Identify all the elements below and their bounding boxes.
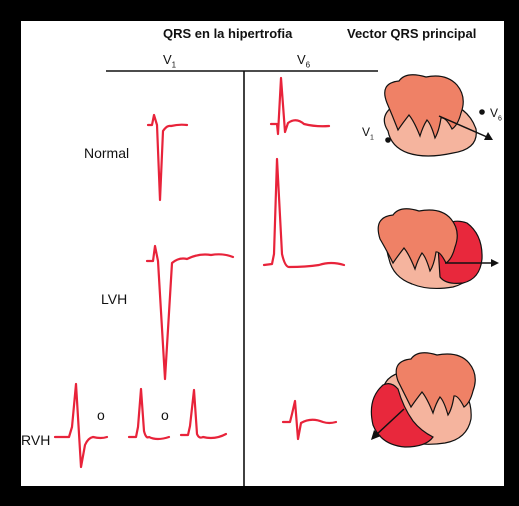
ecg-lvh-v6	[264, 159, 344, 267]
ecg-hypertrophy-figure: QRS en la hipertrofia Vector QRS princip…	[21, 21, 504, 486]
ecg-normal-v1	[148, 115, 187, 200]
ecg-rvh-v1-b	[129, 389, 169, 439]
ecg-normal-v6	[271, 78, 329, 134]
ecg-rvh-v6	[283, 401, 336, 439]
ecg-lvh-v1	[147, 246, 233, 379]
ecg-rvh-v1-a	[55, 384, 107, 467]
ecg-rvh-v1-c	[181, 390, 226, 438]
heart-normal	[384, 75, 493, 156]
diagram-artwork	[21, 21, 504, 486]
heart-lvh	[378, 209, 499, 289]
heart-rvh	[371, 353, 475, 447]
